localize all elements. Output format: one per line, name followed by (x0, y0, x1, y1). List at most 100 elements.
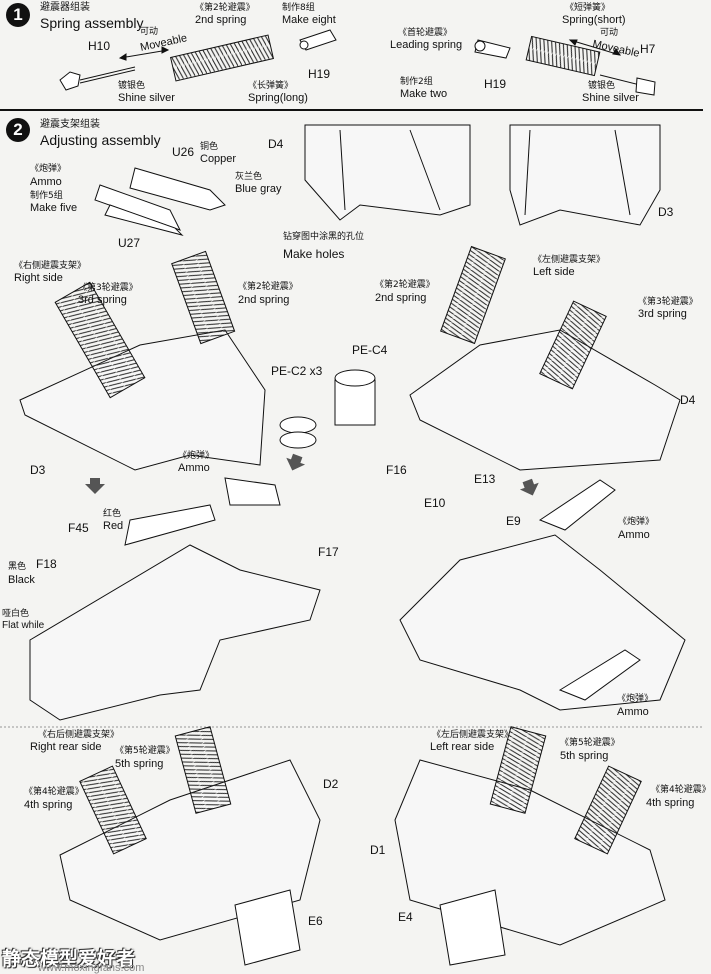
label-2nd-spring-cn-right: 《第2轮避震》 (375, 280, 435, 290)
label-left-side: Left side (533, 266, 575, 278)
d3-frame-top (509, 124, 661, 226)
label-2nd-spring-cn: 《第2轮避震》 (195, 3, 255, 13)
label-h19-right: H19 (484, 77, 507, 91)
label-5th-spring-cn-l: 《第5轮避震》 (115, 746, 175, 756)
label-spring-long: Spring(long) (248, 92, 308, 104)
moveable-arrow-right (568, 39, 622, 56)
label-copper: Copper (200, 153, 237, 165)
label-red: Red (103, 520, 124, 532)
label-4th-spring-cn-l: 《第4轮避震》 (24, 787, 84, 797)
label-right-side: Right side (14, 272, 63, 284)
label-3rd-spring-cn-right: 《第3轮避震》 (638, 297, 698, 307)
label-d2: D2 (323, 777, 339, 791)
label-shine-silver-cn-right: 镀银色 (588, 81, 616, 91)
label-e10: E10 (424, 496, 446, 510)
label-d3-top: D3 (658, 205, 674, 219)
label-flat-white: Flat while (2, 620, 45, 631)
right-rear-frame (59, 726, 321, 966)
step-1-title-cn: 避震器组装 (40, 2, 90, 13)
label-ammo-top: Ammo (30, 176, 62, 188)
label-4th-spring-l: 4th spring (24, 799, 73, 811)
label-ammo-cn-r1: 《炮弹》 (618, 517, 655, 527)
label-ammo-cn-mid: 《炮弹》 (178, 451, 215, 461)
label-make-two: Make two (400, 88, 448, 100)
h19-cap-left (299, 29, 337, 51)
step-1-title: Spring assembly (40, 15, 144, 31)
label-moveable-cn-left: 可动 (140, 27, 159, 37)
label-right-rear: Right rear side (30, 741, 102, 753)
label-2nd-spring-left: 2nd spring (238, 294, 290, 306)
step-1-badge: 1 (6, 3, 30, 27)
watermark-brand: 静态模型爱好者 (2, 948, 136, 970)
h19-cap-right (474, 39, 511, 59)
label-5th-spring-l: 5th spring (115, 758, 164, 770)
left-rear-frame (394, 726, 666, 966)
label-e6: E6 (308, 914, 323, 928)
label-ammo-cn-top: 《炮弹》 (30, 164, 67, 174)
assembly-arrows (85, 453, 539, 496)
step-2-title: Adjusting assembly (40, 132, 161, 148)
label-d1: D1 (370, 843, 386, 857)
h10-rod (59, 66, 136, 91)
label-shine-silver-left: Shine silver (118, 92, 175, 104)
label-copper-cn: 铜色 (200, 142, 219, 152)
d4-frame-top (304, 124, 471, 221)
label-blue-gray: Blue gray (235, 183, 282, 195)
step-2-title-cn: 避震支架组装 (40, 119, 100, 130)
label-make-eight-cn: 制作8组 (282, 3, 315, 13)
label-left-rear: Left rear side (430, 741, 495, 753)
label-moveable-cn-right: 可动 (600, 28, 619, 38)
label-spring-long-cn: 《长弹簧》 (248, 81, 294, 91)
long-spring (169, 34, 275, 82)
label-left-rear-cn: 《左后侧避震支架》 (432, 730, 514, 740)
left-side-frame (409, 245, 681, 471)
label-e9: E9 (506, 514, 521, 528)
ammo-shells-top (94, 167, 226, 236)
label-2nd-spring: 2nd spring (195, 14, 247, 26)
watermark-url: www.moxingfans.com (38, 962, 145, 974)
label-2nd-spring-cn-left: 《第2轮避震》 (238, 282, 298, 292)
label-ammo-r2: Ammo (617, 706, 649, 718)
label-make-two-cn: 制作2组 (400, 77, 433, 87)
label-h19-left: H19 (308, 67, 331, 81)
label-right-side-cn: 《右侧避震支架》 (14, 261, 87, 271)
right-side-frame (19, 250, 266, 471)
label-u26: U26 (172, 145, 195, 159)
label-pe-c4: PE-C4 (352, 343, 388, 357)
label-make-holes: Make holes (283, 247, 345, 261)
label-f16: F16 (386, 463, 407, 477)
label-leading-spring: Leading spring (390, 39, 463, 51)
label-5th-spring-cn-r: 《第5轮避震》 (560, 738, 620, 748)
chassis-right (399, 479, 686, 711)
label-d4-top: D4 (268, 137, 284, 151)
h7-rod (599, 74, 656, 96)
label-flat-white-cn: 哑白色 (2, 609, 30, 619)
label-e4: E4 (398, 910, 413, 924)
label-2nd-spring-right: 2nd spring (375, 292, 427, 304)
label-h10: H10 (88, 39, 111, 53)
label-red-cn: 红色 (103, 509, 122, 519)
label-spring-short-cn: 《短弹簧》 (565, 3, 611, 13)
label-5th-spring-r: 5th spring (560, 750, 609, 762)
label-left-side-cn: 《左侧避震支架》 (533, 255, 606, 265)
label-4th-spring-r: 4th spring (646, 797, 695, 809)
label-4th-spring-cn-r: 《第4轮避震》 (651, 785, 711, 795)
label-make-five: Make five (30, 202, 78, 214)
label-3rd-spring-right: 3rd spring (638, 308, 687, 320)
label-right-rear-cn: 《右后侧避震支架》 (38, 730, 120, 740)
label-ammo-mid: Ammo (178, 462, 210, 474)
label-h7: H7 (640, 42, 656, 56)
chassis-left (29, 477, 321, 721)
label-make-eight: Make eight (282, 14, 336, 26)
label-leading-spring-cn: 《首轮避震》 (398, 28, 453, 38)
label-shine-silver-cn-left: 镀银色 (118, 81, 146, 91)
label-pe-c2: PE-C2 x3 (271, 364, 323, 378)
label-f45: F45 (68, 521, 89, 535)
label-blue-gray-cn: 灰兰色 (235, 172, 263, 182)
label-black: Black (8, 574, 35, 586)
label-ammo-cn-r2: 《炮弹》 (617, 694, 654, 704)
label-ammo-r1: Ammo (618, 529, 650, 541)
label-black-cn: 黑色 (8, 562, 27, 572)
label-u27: U27 (118, 236, 141, 250)
